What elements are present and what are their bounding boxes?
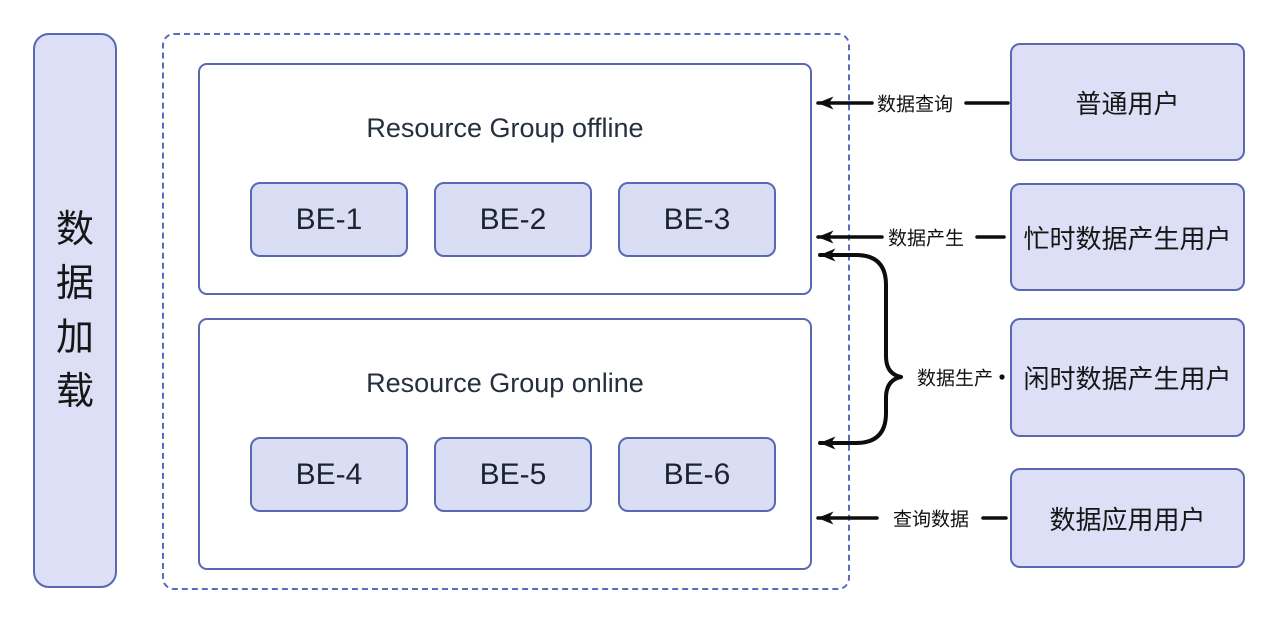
- be-node: BE-3: [618, 182, 776, 257]
- flow-label-data-query: 数据查询: [876, 94, 954, 116]
- connector-dot: [999, 374, 1005, 380]
- resource-group-online: Resource Group online BE-4 BE-5 BE-6: [198, 318, 812, 570]
- user-box-data-app: 数据应用用户: [1010, 468, 1245, 568]
- resource-group-offline-title: Resource Group offline: [366, 113, 644, 143]
- flow-label-data-generate: 数据产生: [887, 228, 965, 250]
- be-node: BE-1: [250, 182, 408, 257]
- data-loading-char: 数: [55, 208, 94, 251]
- user-box-normal: 普通用户: [1010, 43, 1245, 161]
- offline-node-row: BE-1 BE-2 BE-3: [250, 182, 776, 257]
- data-loading-pill: 数 据 加 载: [33, 33, 117, 588]
- flow-label-query-data: 查询数据: [892, 509, 970, 531]
- be-node: BE-6: [618, 437, 776, 512]
- data-loading-char: 据: [55, 262, 94, 305]
- online-node-row: BE-4 BE-5 BE-6: [250, 437, 776, 512]
- resource-group-offline: Resource Group offline BE-1 BE-2 BE-3: [198, 63, 812, 295]
- be-node: BE-4: [250, 437, 408, 512]
- data-loading-char: 载: [55, 370, 94, 413]
- user-box-idle-producer: 闲时数据产生用户: [1010, 318, 1245, 437]
- resource-group-online-title: Resource Group online: [366, 368, 644, 398]
- be-node: BE-5: [434, 437, 592, 512]
- be-node: BE-2: [434, 182, 592, 257]
- data-loading-char: 加: [55, 316, 94, 359]
- flow-label-data-produce: 数据生产: [916, 368, 994, 390]
- user-box-busy-producer: 忙时数据产生用户: [1010, 183, 1245, 291]
